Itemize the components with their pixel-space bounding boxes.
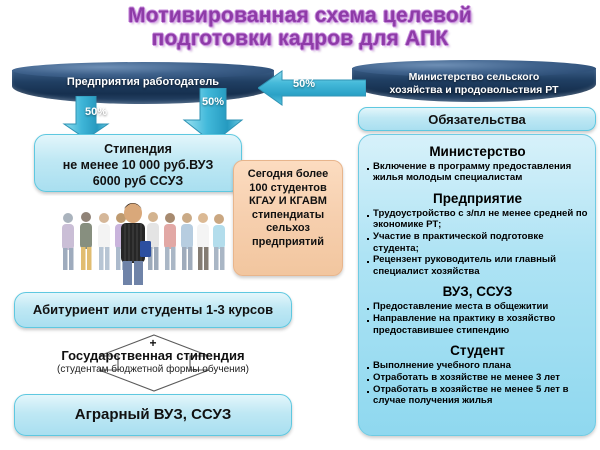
banner-ministry-label: Министерство сельского хозяйства и продо… — [389, 71, 559, 96]
banner-ministry: Министерство сельского хозяйства и продо… — [352, 60, 596, 106]
banner-employer-label: Предприятия работодатель — [66, 76, 220, 88]
list-item: Выполнение учебного плана — [366, 360, 591, 371]
obligations-section-title: Министерство — [429, 144, 526, 159]
box-note-current-students: Сегодня более 100 студентов КГАУ И КГАВМ… — [233, 160, 343, 276]
cylinder-top-ellipse — [352, 60, 596, 77]
arrow-label-employer-left: 50% — [85, 106, 108, 118]
list-item: Рецензент руководитель или главный специ… — [366, 254, 591, 277]
obligations-section-list: Выполнение учебного плана Отработать в х… — [366, 360, 591, 407]
list-item: Отработать в хозяйстве не менее 3 лет — [366, 372, 591, 383]
box-applicant-label: Абитуриент или студенты 1-3 курсов — [32, 302, 274, 317]
list-item: Направление на практику в хозяйство пред… — [366, 313, 591, 336]
arrow-label-ministry-share: 50% — [293, 78, 316, 90]
box-stipend: Стипендия не менее 10 000 руб.ВУЗ 6000 р… — [34, 134, 242, 192]
page-title: Мотивированная схема целевой подготовки … — [128, 4, 472, 50]
obligations-header-label: Обязательства — [428, 112, 526, 127]
obligations-section-title: Предприятие — [432, 190, 523, 206]
list-item: Отработать в хозяйстве не менее 5 лет в … — [366, 384, 591, 407]
connector-double-arrow-icon — [86, 334, 222, 392]
obligations-panel: Министерство Включение в программу предо… — [358, 134, 596, 436]
arrow-employer-right-icon — [182, 88, 244, 144]
list-item: Трудоустройство с з/пл не менее средней … — [366, 208, 591, 231]
connector-plus-label: + — [149, 336, 157, 350]
obligations-section-list: Включение в программу предоставления жил… — [366, 161, 591, 184]
arrow-employer-left-icon — [62, 96, 110, 140]
banner-employer: Предприятия работодатель — [12, 62, 274, 108]
box-agrarian-university-label: Аграрный ВУЗ, ССУЗ — [74, 406, 232, 423]
cylinder-top-ellipse — [12, 62, 274, 79]
obligations-section-title: Студент — [450, 342, 505, 358]
obligations-header: Обязательства — [358, 107, 596, 131]
connector-main-label: Государственная стипендия — [61, 348, 245, 363]
box-applicant: Абитуриент или студенты 1-3 курсов — [14, 292, 292, 328]
box-agrarian-university: Аграрный ВУЗ, ССУЗ — [14, 394, 292, 436]
connector-text: Государственная стипендия (студентам бюд… — [24, 348, 282, 376]
list-item: Участие в практической подготовке студен… — [366, 231, 591, 254]
obligations-section-list: Трудоустройство с з/пл не менее средней … — [366, 208, 591, 277]
arrow-ministry-to-employer-icon — [258, 70, 366, 106]
list-item: Включение в программу предоставления жил… — [366, 161, 591, 184]
connector-sub-label: (студентам бюджетной формы обучения) — [57, 364, 249, 375]
list-item: Предоставление места в общежитии — [366, 301, 591, 312]
box-note-label: Сегодня более 100 студентов КГАУ И КГАВМ… — [247, 168, 329, 248]
arrow-label-employer-right: 50% — [202, 96, 225, 108]
box-stipend-label: Стипендия не менее 10 000 руб.ВУЗ 6000 р… — [62, 142, 214, 188]
obligations-section-list: Предоставление места в общежитии Направл… — [366, 301, 591, 336]
obligations-section-title: ВУЗ, ССУЗ — [442, 284, 513, 300]
students-group-photo — [22, 196, 228, 286]
